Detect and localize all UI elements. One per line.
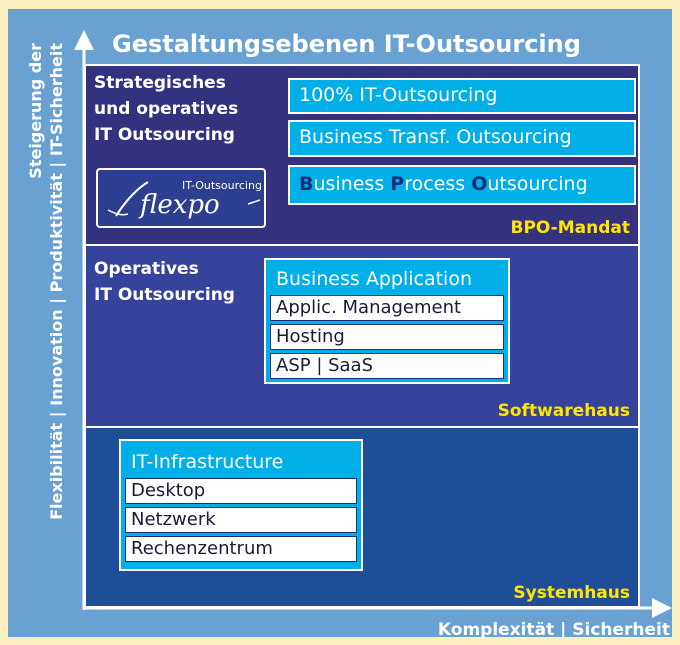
bpo-initial-p: P [390,173,405,195]
level-2-label-line: Operatives [94,259,199,279]
level-1-label-line: und operatives [94,99,239,119]
level-2-label: Operatives IT Outsourcing [94,256,235,308]
panel-title: Business Application [276,268,472,290]
panel-item: Applic. Management [270,295,504,321]
level-1-label-line: Strategisches [94,73,226,93]
level-2-tag: Softwarehaus [497,401,630,421]
bpo-item-full-outsourcing: 100% IT-Outsourcing [288,78,636,114]
bpo-text: usiness [313,173,391,195]
bpo-initial-b: B [299,173,314,195]
flexpo-logo [96,168,266,228]
bpo-item-business-transformation: Business Transf. Outsourcing [288,120,636,157]
panel-item: ASP | SaaS [270,353,504,379]
bpo-item-business-process-outsourcing: Business Process Outsourcing [288,165,636,205]
panel-item: Desktop [125,478,357,504]
y-axis-label-line2: Flexibilität | Innovation | Produktivitä… [47,43,66,520]
it-infrastructure-panel: IT-Infrastructure Desktop Netzwerk Reche… [119,439,363,571]
logo-caption: IT-Outsourcing [182,179,262,192]
business-application-panel: Business Application Applic. Management … [264,258,510,384]
level-1-label-line: IT Outsourcing [94,125,235,145]
flexpo-logo-icon [107,181,261,217]
bpo-text: utsourcing [487,173,588,195]
x-axis-label: Komplexität | Sicherheit [437,620,670,640]
bpo-text: rocess [404,173,472,195]
level-1-label: Strategisches und operatives IT Outsourc… [94,70,238,148]
y-axis-arrow-icon [74,30,94,50]
panel-title: IT-Infrastructure [131,451,284,473]
level-1-tag: BPO-Mandat [510,218,631,238]
y-axis-label-line1: Steigerung der [26,43,45,179]
panel-item: Netzwerk [125,507,357,533]
level-3-tag: Systemhaus [513,583,630,603]
diagram-title: Gestaltungsebenen IT-Outsourcing [112,30,581,58]
y-axis-label: Steigerung der Flexibilität | Innovation… [25,43,71,623]
x-axis-arrow-icon [652,598,672,618]
logo-wordmark: flexpo [140,190,220,220]
panel-item: Hosting [270,324,504,350]
level-2-label-line: IT Outsourcing [94,285,235,305]
bpo-initial-o: O [471,173,488,195]
panel-item: Rechenzentrum [125,536,357,562]
